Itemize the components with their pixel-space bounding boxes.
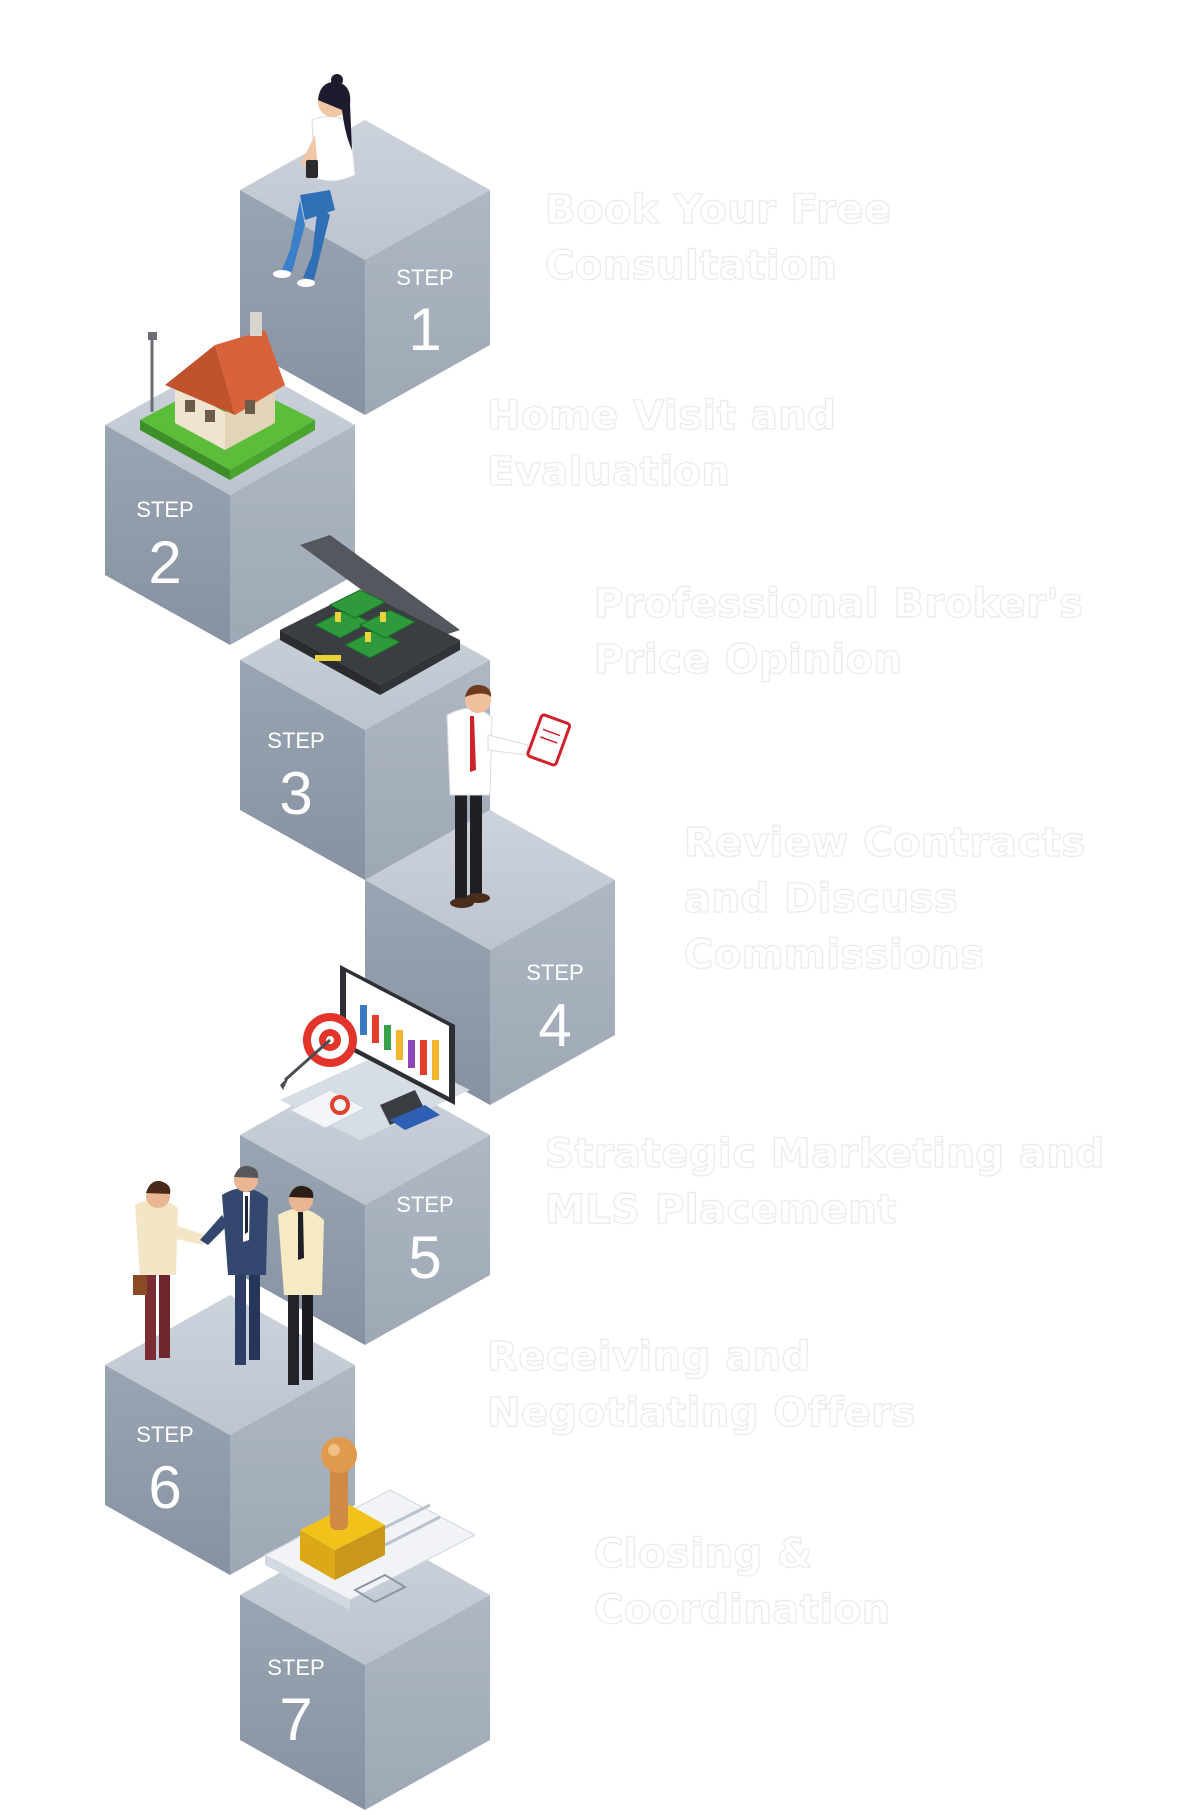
step-5-title-line-1: Strategic Marketing and bbox=[544, 1130, 1105, 1177]
step-7-title-line-2: Coordination bbox=[593, 1586, 891, 1633]
step-5-number: 5 bbox=[408, 1224, 441, 1291]
step-5-word: STEP bbox=[396, 1192, 453, 1217]
step-2-title: Home Visit and Evaluation bbox=[486, 388, 837, 500]
step-3-title-line-2: Price Opinion bbox=[593, 636, 903, 683]
step-3-word: STEP bbox=[267, 728, 324, 753]
step-5-title-line-2: MLS Placement bbox=[544, 1186, 897, 1233]
step-2-number: 2 bbox=[148, 529, 181, 596]
step-6-number: 6 bbox=[148, 1454, 181, 1521]
step-1-title: Book Your Free Consultation bbox=[544, 182, 892, 294]
people-handshake-icon bbox=[133, 1165, 324, 1385]
step-1-title-line-1: Book Your Free bbox=[544, 186, 892, 233]
step-6-title-line-1: Receiving and bbox=[486, 1333, 811, 1380]
stamp-on-document-icon bbox=[263, 1437, 477, 1610]
briefcase-of-cash-icon bbox=[280, 535, 460, 695]
step-4-word: STEP bbox=[526, 960, 583, 985]
step-6-title-line-2: Negotiating Offers bbox=[486, 1389, 916, 1436]
step-4-number: 4 bbox=[538, 992, 571, 1059]
step-1-number: 1 bbox=[408, 296, 441, 363]
step-6-title: Receiving and Negotiating Offers bbox=[486, 1329, 916, 1441]
step-3-title-line-1: Professional Broker's bbox=[593, 580, 1084, 627]
man-with-clipboard-icon bbox=[446, 684, 572, 908]
step-4-title-line-3: Commissions bbox=[683, 931, 985, 978]
woman-sitting-with-phone-icon bbox=[273, 74, 356, 287]
step-1-title-line-2: Consultation bbox=[544, 242, 838, 289]
step-2-title-line-2: Evaluation bbox=[486, 448, 731, 495]
step-7-title-line-1: Closing & bbox=[593, 1530, 813, 1577]
step-4-title-line-1: Review Contracts bbox=[683, 819, 1086, 866]
step-7-number: 7 bbox=[279, 1686, 312, 1753]
step-3-number: 3 bbox=[279, 760, 312, 827]
step-1-word: STEP bbox=[396, 265, 453, 290]
step-2-title-line-1: Home Visit and bbox=[486, 392, 837, 439]
marketing-monitor-target-icon bbox=[280, 965, 470, 1140]
step-7-word: STEP bbox=[267, 1655, 324, 1680]
step-4-title: Review Contracts and Discuss Commissions bbox=[683, 815, 1086, 983]
step-3-title: Professional Broker's Price Opinion bbox=[593, 576, 1084, 688]
step-7-title: Closing & Coordination bbox=[593, 1526, 891, 1638]
step-5-title: Strategic Marketing and MLS Placement bbox=[544, 1126, 1105, 1238]
house-on-lawn-icon bbox=[140, 312, 315, 480]
step-4-title-line-2: and Discuss bbox=[683, 875, 959, 922]
step-2-cube: STEP 2 bbox=[105, 355, 355, 645]
step-6-word: STEP bbox=[136, 1422, 193, 1447]
step-2-word: STEP bbox=[136, 497, 193, 522]
